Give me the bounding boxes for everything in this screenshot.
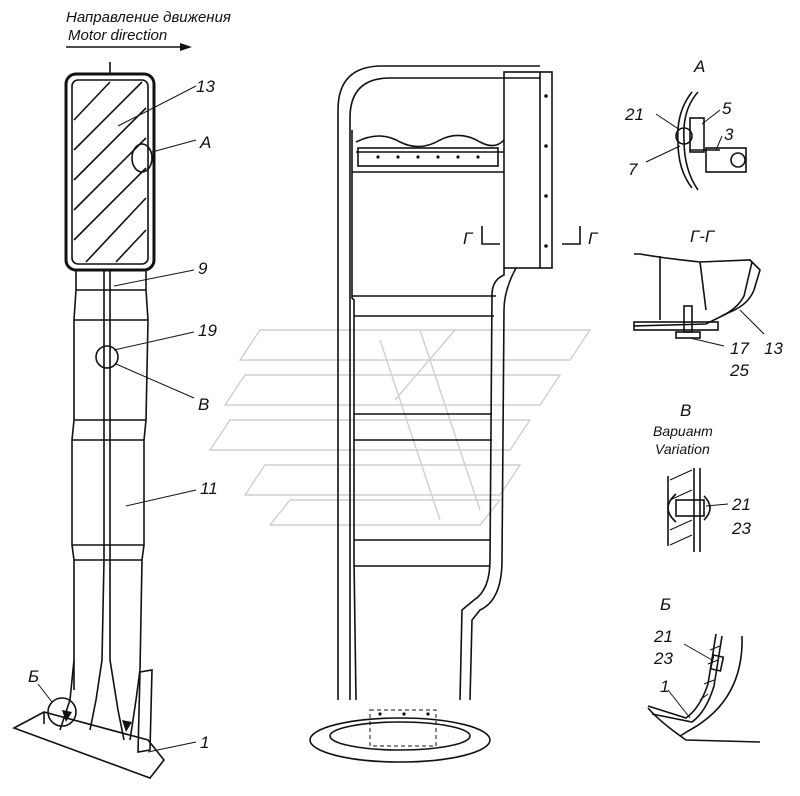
stalk-right-edge (139, 270, 149, 671)
callout-11: 11 (200, 479, 218, 498)
section-g-right: Г (588, 229, 599, 248)
detail-b-rivet (709, 654, 725, 672)
callout-v: В (198, 395, 209, 414)
detail-v-variant-en: Variation (655, 441, 710, 457)
detail-b-title: Б (660, 595, 671, 614)
detail-v-23: 23 (731, 519, 751, 538)
detail-a-nut (705, 147, 747, 173)
callout-b-soft: Б (28, 667, 39, 686)
detail-b-21: 21 (653, 627, 673, 646)
detail-v-rivet (675, 499, 705, 517)
detail-a-7: 7 (628, 160, 638, 179)
front-view: Г Г (309, 65, 599, 763)
mirror-back (503, 71, 553, 269)
left-side-view: А 13 9 19 В 11 (12, 62, 218, 779)
base-plate (12, 711, 166, 779)
detail-a-marker (131, 143, 153, 173)
callout-a: А (199, 133, 211, 152)
callout-19: 19 (198, 321, 217, 340)
detail-b-marker (47, 697, 77, 727)
detail-b: Б 21 23 1 (647, 595, 761, 743)
detail-a-title: А (693, 57, 705, 76)
detail-gg-title: Г-Г (690, 227, 716, 246)
direction-en-label: Motor direction (68, 27, 167, 44)
callout-1: 1 (200, 733, 209, 752)
detail-b-23: 23 (653, 649, 673, 668)
mirror-glass-hatch (73, 81, 147, 263)
detail-a-5: 5 (722, 99, 732, 118)
inner-rod (89, 270, 105, 731)
detail-a-clip (689, 117, 705, 153)
detail-gg-bolt (683, 305, 693, 333)
detail-v-variant-ru: Вариант (653, 423, 713, 439)
detail-v-title: В (680, 401, 691, 420)
detail-a: А 21 5 3 7 (624, 57, 747, 191)
detail-b-1: 1 (660, 677, 669, 696)
mounting-bracket (357, 147, 499, 167)
detail-gg-13: 13 (764, 339, 783, 358)
direction-ru-label: Направление движения (66, 9, 231, 26)
base-flange (309, 717, 491, 763)
section-g-left: Г (463, 229, 474, 248)
frame-outer-left (337, 65, 540, 700)
detail-gg: Г-Г 17 25 13 (633, 227, 783, 380)
detail-a-3: 3 (724, 125, 734, 144)
watermark-logo (208, 329, 592, 526)
callout-9: 9 (198, 259, 208, 278)
detail-gg-25: 25 (729, 361, 749, 380)
detail-a-21: 21 (624, 105, 644, 124)
stalk-left-edge (71, 270, 77, 690)
direction-header: Направление движения Motor direction (66, 9, 231, 51)
callout-13: 13 (196, 77, 215, 96)
body-right-edge (459, 268, 505, 701)
detail-v-21: 21 (731, 495, 751, 514)
detail-v-marker (95, 345, 119, 369)
detail-gg-plate (633, 321, 719, 331)
detail-gg-17: 17 (730, 339, 749, 358)
direction-arrow-icon (180, 43, 192, 51)
detail-v: В Вариант Variation 21 23 (653, 401, 751, 552)
